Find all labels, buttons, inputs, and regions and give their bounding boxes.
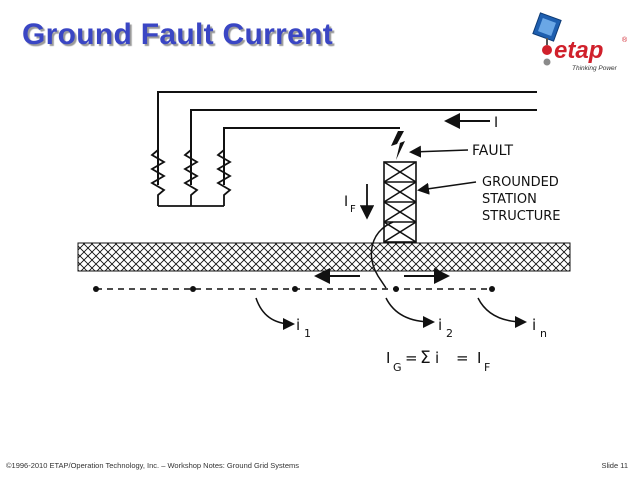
structure-label: GROUNDED STATION STRUCTURE [482, 175, 561, 224]
current-label: I [494, 115, 498, 131]
fault-current-indicator: I F [344, 184, 375, 220]
logo-tagline: Thinking Power [572, 65, 618, 72]
eq-rhs-sub: F [484, 361, 490, 374]
logo-emblem-icon [532, 12, 562, 66]
conductor-phase-b [190, 109, 537, 185]
conductor-phase-c [223, 127, 400, 185]
conductor-phase-a [157, 91, 537, 185]
eq-sigma: Σ [420, 348, 431, 368]
eq-lhs-main: I [386, 349, 390, 367]
branch-current-1-main: i [296, 316, 300, 334]
station-structure [383, 161, 417, 243]
transformer-windings [150, 149, 232, 207]
fault-pointer [409, 145, 469, 158]
structure-pointer [417, 181, 477, 195]
branch-current-1: i 1 [255, 297, 311, 340]
etap-logo: etap ® Thinking Power [532, 12, 628, 72]
structure-label-line-3: STRUCTURE [482, 209, 561, 224]
winding-b [183, 149, 199, 206]
structure-label-line-2: STATION [482, 192, 537, 207]
fault-current-label-sub: F [350, 204, 356, 215]
current-arrow: I [444, 113, 498, 131]
logo-registered: ® [622, 36, 628, 44]
eq-i: i [435, 349, 439, 367]
conductors [157, 91, 537, 185]
ground-grid [93, 286, 495, 292]
earth-surface [77, 242, 571, 272]
eq-equals-2: = [456, 349, 469, 367]
page-title: Ground Fault Current [22, 18, 333, 51]
branch-current-2-main: i [438, 316, 442, 334]
fault-current-path [370, 221, 394, 289]
fault-current-label-main: I [344, 194, 348, 210]
branch-current-n-sub: n [540, 327, 547, 340]
branch-current-1-sub: 1 [304, 327, 311, 340]
branch-current-2-sub: 2 [446, 327, 453, 340]
eq-lhs-sub: G [393, 361, 402, 374]
branch-current-n-main: i [532, 316, 536, 334]
fault-label: FAULT [472, 143, 513, 159]
footer-copyright: ©1996-2010 ETAP/Operation Technology, In… [6, 461, 300, 470]
structure-label-line-1: GROUNDED [482, 175, 559, 190]
slide-number: Slide 11 [601, 461, 628, 470]
logo-wordmark: etap [554, 37, 603, 64]
winding-c [216, 149, 232, 206]
eq-equals-1: = [405, 349, 418, 367]
current-equation: I G = Σ i = I F [386, 348, 490, 374]
eq-rhs-main: I [477, 349, 481, 367]
branch-current-2: i 2 [385, 297, 453, 340]
fault-bolt-icon [391, 131, 405, 160]
winding-a [150, 149, 166, 206]
branch-current-n: i n [477, 297, 547, 340]
